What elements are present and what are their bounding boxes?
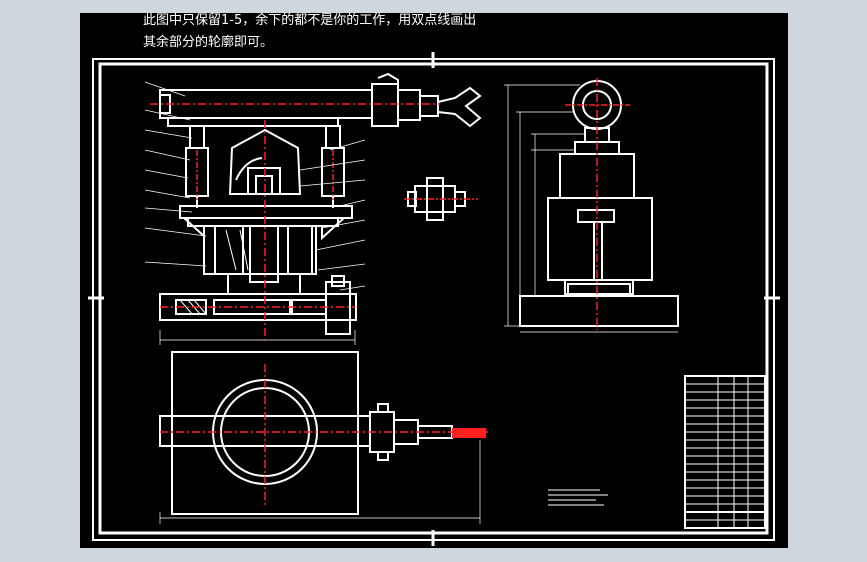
drawing-inner-border (98, 62, 769, 535)
claw-icon (437, 86, 482, 128)
technical-notes (548, 489, 608, 506)
front-view (159, 72, 482, 335)
gripper-tip-highlight (452, 428, 486, 438)
leader-lines (144, 81, 366, 345)
table-grid-icon (684, 375, 766, 529)
side-view-dimensions (504, 84, 678, 333)
side-view (519, 80, 679, 327)
front-view-centerlines (150, 103, 440, 340)
instruction-note: 此图中只保留1-5，余下的都不是你的工作，用双点线画出 其余部分的轮廓即可。 (143, 10, 503, 54)
note-line-2: 其余部分的轮廓即可。 (143, 35, 274, 50)
top-view (159, 351, 453, 515)
note-line-1: 此图中只保留1-5，余下的都不是你的工作，用双点线画出 (143, 13, 477, 28)
drawing-canvas[interactable] (80, 13, 788, 548)
